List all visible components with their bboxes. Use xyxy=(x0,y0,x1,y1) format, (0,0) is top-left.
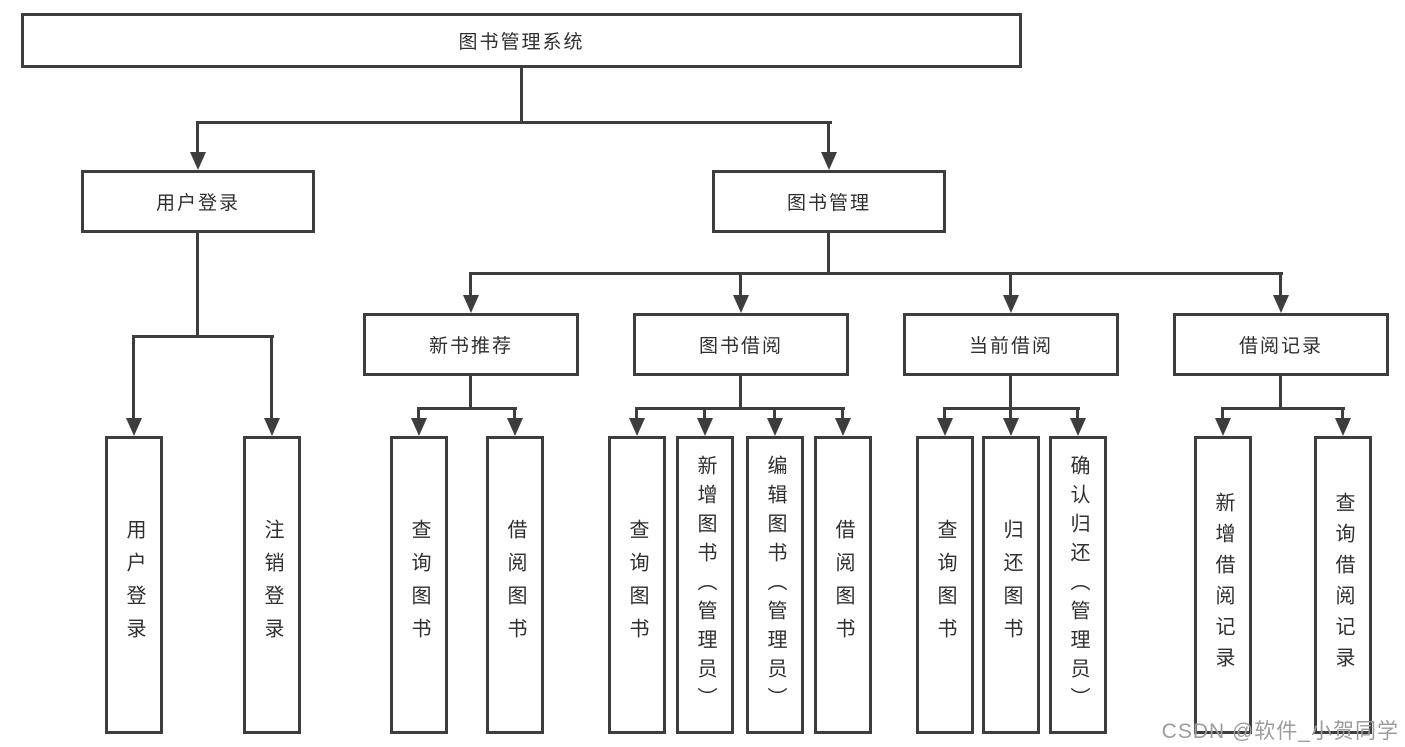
node-borrowing-records: 借阅记录 xyxy=(1173,313,1389,376)
leaf-confirm-return-admin: 确认归还（管理员） xyxy=(1049,436,1107,734)
leaf-add-borrow-record: 新增借阅记录 xyxy=(1194,436,1252,734)
leaf-query-books-current: 查询图书 xyxy=(916,436,974,734)
arrowhead-down-icon xyxy=(937,418,953,436)
connector-bookmgmt-bar xyxy=(469,272,1283,275)
connector-records-stem xyxy=(1279,376,1282,410)
connector-recommend-stem xyxy=(469,376,472,410)
connector-records-bar xyxy=(1221,407,1345,410)
leaf-query-books-recommend: 查询图书 xyxy=(390,436,448,734)
leaf-label: 新增借阅记录 xyxy=(1212,492,1234,678)
connector-root-drop-left xyxy=(196,121,199,155)
arrowhead-down-icon xyxy=(1003,418,1019,436)
arrowhead-down-icon xyxy=(1003,295,1019,313)
arrowhead-down-icon xyxy=(1273,295,1289,313)
connector-borrowing-drop-3 xyxy=(773,407,776,421)
leaf-label: 查询图书 xyxy=(408,519,430,651)
leaf-query-books-borrow: 查询图书 xyxy=(608,436,666,734)
connector-borrowing-bar xyxy=(635,407,845,410)
connector-recommend-drop-2 xyxy=(513,407,516,421)
connector-records-drop-1 xyxy=(1221,407,1224,421)
connector-recommend-drop-1 xyxy=(417,407,420,421)
node-new-book-recommendation: 新书推荐 xyxy=(363,313,579,376)
leaf-label: 借阅图书 xyxy=(504,519,526,651)
connector-bookmgmt-drop-4 xyxy=(1279,272,1282,298)
connector-recommend-bar xyxy=(417,407,517,410)
connector-userlogin-bar xyxy=(132,335,274,338)
connector-bookmgmt-stem xyxy=(827,233,830,275)
connector-bookmgmt-drop-1 xyxy=(469,272,472,298)
connector-bookmgmt-drop-3 xyxy=(1009,272,1012,298)
connector-borrowing-drop-4 xyxy=(841,407,844,421)
node-label: 图书借阅 xyxy=(698,336,783,357)
leaf-return-book: 归还图书 xyxy=(982,436,1040,734)
connector-userlogin-drop-2 xyxy=(270,335,273,421)
arrowhead-down-icon xyxy=(733,295,749,313)
connector-records-drop-2 xyxy=(1341,407,1344,421)
node-label: 借阅记录 xyxy=(1238,336,1323,357)
leaf-label: 归还图书 xyxy=(1000,519,1022,651)
connector-userlogin-stem xyxy=(196,233,199,338)
leaf-borrow-books-recommend: 借阅图书 xyxy=(486,436,544,734)
arrowhead-down-icon xyxy=(1335,418,1351,436)
node-book-borrowing: 图书借阅 xyxy=(633,313,849,376)
node-label: 当前借阅 xyxy=(968,336,1053,357)
leaf-label: 查询图书 xyxy=(626,519,648,651)
arrowhead-down-icon xyxy=(190,152,206,170)
leaf-label: 用户登录 xyxy=(123,519,145,651)
arrowhead-down-icon xyxy=(126,418,142,436)
arrowhead-down-icon xyxy=(767,418,783,436)
leaf-add-book-admin: 新增图书（管理员） xyxy=(676,436,734,734)
arrowhead-down-icon xyxy=(821,152,837,170)
node-label: 图书管理 xyxy=(786,193,871,214)
arrowhead-down-icon xyxy=(507,418,523,436)
connector-root-drop-right xyxy=(827,121,830,155)
connector-borrowing-drop-1 xyxy=(635,407,638,421)
node-label: 新书推荐 xyxy=(428,336,513,357)
connector-current-drop-2 xyxy=(1009,407,1012,421)
leaf-label: 确认归还（管理员） xyxy=(1067,454,1089,716)
leaf-user-login: 用户登录 xyxy=(105,436,163,734)
arrowhead-down-icon xyxy=(463,295,479,313)
connector-current-drop-1 xyxy=(943,407,946,421)
leaf-label: 注销登录 xyxy=(261,519,283,651)
arrowhead-down-icon xyxy=(629,418,645,436)
arrowhead-down-icon xyxy=(1070,418,1086,436)
leaf-logout: 注销登录 xyxy=(243,436,301,734)
arrowhead-down-icon xyxy=(1215,418,1231,436)
connector-root-stem xyxy=(520,68,523,124)
leaf-label: 借阅图书 xyxy=(832,519,854,651)
arrowhead-down-icon xyxy=(264,418,280,436)
arrowhead-down-icon xyxy=(697,418,713,436)
node-current-borrowing: 当前借阅 xyxy=(903,313,1119,376)
arrowhead-down-icon xyxy=(835,418,851,436)
node-library-management-system: 图书管理系统 xyxy=(21,13,1022,68)
connector-bookmgmt-drop-2 xyxy=(739,272,742,298)
connector-current-stem xyxy=(1009,376,1012,410)
node-user-login: 用户登录 xyxy=(81,170,315,233)
connector-userlogin-drop-1 xyxy=(132,335,135,421)
leaf-query-borrow-record: 查询借阅记录 xyxy=(1314,436,1372,734)
node-label: 用户登录 xyxy=(155,193,240,214)
arrowhead-down-icon xyxy=(411,418,427,436)
leaf-label: 查询借阅记录 xyxy=(1332,492,1354,678)
leaf-edit-book-admin: 编辑图书（管理员） xyxy=(746,436,804,734)
node-book-management: 图书管理 xyxy=(712,170,946,233)
connector-borrowing-stem xyxy=(739,376,742,410)
leaf-borrow-books: 借阅图书 xyxy=(814,436,872,734)
connector-current-drop-3 xyxy=(1076,407,1079,421)
csdn-watermark: CSDN @软件_小贺同学 xyxy=(1161,720,1399,743)
leaf-label: 新增图书（管理员） xyxy=(694,454,716,716)
leaf-label: 查询图书 xyxy=(934,519,956,651)
connector-borrowing-drop-2 xyxy=(703,407,706,421)
node-label: 图书管理系统 xyxy=(458,32,585,53)
leaf-label: 编辑图书（管理员） xyxy=(764,454,786,716)
connector-root-bar xyxy=(196,121,832,124)
